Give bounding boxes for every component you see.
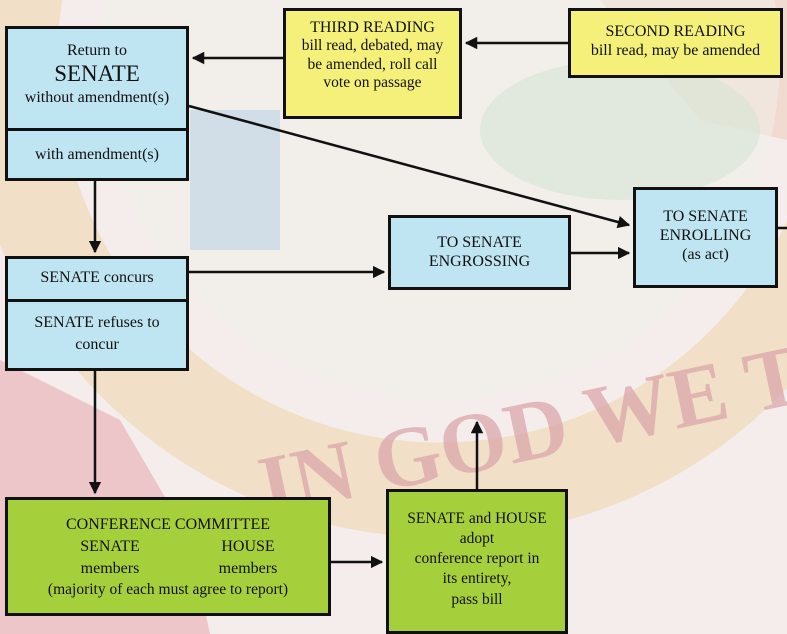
third-reading-line-1: bill read, debated, may (301, 37, 444, 55)
conference-committee-box: CONFERENCE COMMITTEE SENATE HOUSE member… (5, 497, 331, 616)
senate-concurs-box: SENATE concurs SENATE refuses to concur (5, 256, 189, 371)
conference-house-members: members (218, 560, 278, 577)
adopt-line-3: conference report in (414, 550, 540, 568)
second-reading-text: bill read, may be amended (590, 42, 761, 60)
enrolling-line-1: TO SENATE (663, 208, 748, 225)
conference-senate-label: SENATE (80, 538, 140, 555)
senate-label: SENATE (54, 61, 140, 87)
adopt-line-1: SENATE and HOUSE (407, 510, 547, 527)
return-to-senate-box: Return to SENATE without amendment(s) wi… (5, 26, 189, 181)
engrossing-line-1: TO SENATE (437, 234, 522, 251)
senate-refuses-line-1: SENATE refuses to (34, 314, 160, 331)
adopt-line-2: adopt (459, 530, 495, 548)
senate-concurs-label: SENATE concurs (40, 269, 154, 286)
conference-note: (majority of each must agree to report) (47, 581, 289, 598)
return-to-label: Return to (67, 42, 127, 59)
senate-refuses-line-2: concur (75, 335, 119, 353)
conference-senate-members: members (80, 560, 140, 577)
senate-engrossing-box: TO SENATE ENGROSSING (388, 215, 571, 290)
conference-house-label: HOUSE (221, 538, 275, 555)
adopt-line-5: pass bill (451, 590, 503, 608)
third-reading-line-2: be amended, roll call (307, 55, 438, 73)
second-reading-title: SECOND READING (605, 23, 746, 40)
third-reading-line-3: vote on passage (323, 74, 422, 92)
third-reading-title: THIRD READING (310, 19, 435, 36)
with-amendments-label: with amendment(s) (35, 146, 159, 163)
engrossing-line-2: ENGROSSING (428, 253, 531, 271)
enrolling-line-3: (as act) (682, 246, 729, 264)
without-amendments-label: without amendment(s) (24, 88, 170, 106)
second-reading-box: SECOND READING bill read, may be amended (568, 8, 783, 78)
conference-committee-title: CONFERENCE COMMITTEE (66, 516, 270, 533)
third-reading-box: THIRD READING bill read, debated, may be… (283, 8, 462, 119)
senate-enrolling-box: TO SENATE ENROLLING (as act) (633, 187, 778, 288)
enrolling-line-2: ENROLLING (659, 227, 752, 245)
adopt-report-box: SENATE and HOUSE adopt conference report… (386, 489, 568, 634)
adopt-line-4: its entirety, (442, 570, 512, 588)
